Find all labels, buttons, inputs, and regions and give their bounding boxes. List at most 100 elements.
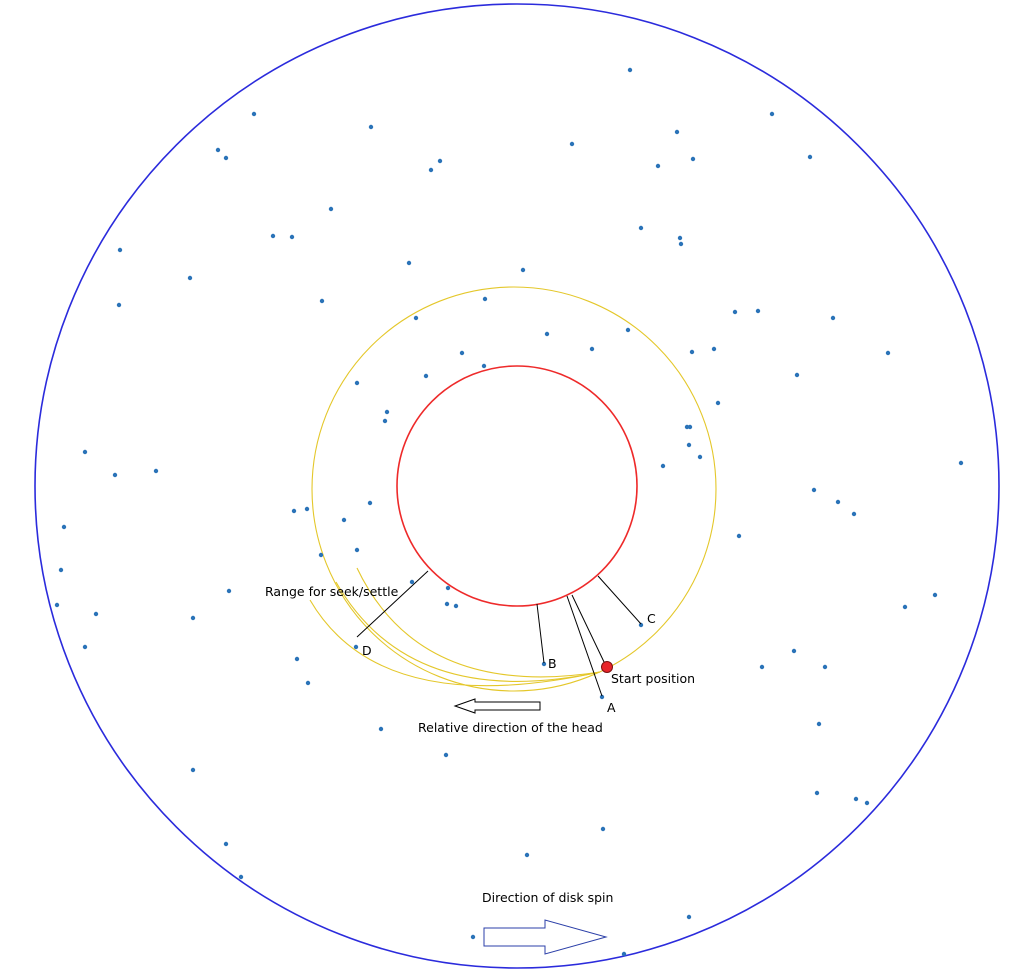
- data-point-dot: [354, 547, 360, 553]
- data-point-dot: [378, 726, 384, 732]
- data-point-dot: [93, 611, 99, 617]
- data-point-dot: [600, 826, 606, 832]
- data-point-dot: [117, 247, 123, 253]
- seek-range-arc: [309, 599, 601, 687]
- data-point-dot: [621, 951, 627, 957]
- data-point-dot: [367, 500, 373, 506]
- disk-outline: [34, 3, 1000, 969]
- data-point-dot: [251, 111, 257, 117]
- data-point-dot: [413, 315, 419, 321]
- data-point-dot: [769, 111, 775, 117]
- data-point-dot: [638, 622, 644, 628]
- data-point-dot: [470, 934, 476, 940]
- data-point-dot: [902, 604, 908, 610]
- data-point-dot: [444, 601, 450, 607]
- data-point-dot: [459, 350, 465, 356]
- seek-range-label: Range for seek/settle: [265, 584, 399, 599]
- leader-line-start: [571, 594, 606, 665]
- data-point-dot: [409, 579, 415, 585]
- data-point-dot: [305, 680, 311, 686]
- seek-range-circle: [311, 286, 717, 692]
- data-point-dot: [428, 167, 434, 173]
- data-point-dot: [294, 656, 300, 662]
- data-point-dot: [569, 141, 575, 147]
- data-point-dot: [932, 592, 938, 598]
- data-point-dot: [677, 235, 683, 241]
- data-point-dot: [58, 567, 64, 573]
- seek-range-arc: [356, 567, 601, 678]
- data-point-dot: [791, 648, 797, 654]
- data-point-dot: [544, 331, 550, 337]
- data-point-dot: [830, 315, 836, 321]
- data-point-dot: [755, 308, 761, 314]
- data-point-dot: [319, 298, 325, 304]
- data-point-dot: [625, 327, 631, 333]
- data-point-dot: [835, 499, 841, 505]
- data-point-dot: [291, 508, 297, 514]
- data-point-dot: [61, 524, 67, 530]
- data-point-dot: [153, 468, 159, 474]
- start-position-label: Start position: [611, 671, 695, 686]
- point-label-a: A: [607, 700, 616, 715]
- data-point-dot: [223, 841, 229, 847]
- data-point-dot: [116, 302, 122, 308]
- data-point-dot: [655, 163, 661, 169]
- data-point-dot: [187, 275, 193, 281]
- data-point-dot: [690, 156, 696, 162]
- data-point-dot: [443, 752, 449, 758]
- head-direction-label: Relative direction of the head: [418, 720, 603, 735]
- leader-line-a: [566, 595, 603, 697]
- data-point-dot: [864, 800, 870, 806]
- data-point-dot: [328, 206, 334, 212]
- seek-range-arc: [335, 581, 601, 682]
- data-point-dot: [289, 234, 295, 240]
- data-point-dot: [715, 400, 721, 406]
- data-point-dot: [816, 721, 822, 727]
- point-label-d: D: [362, 643, 372, 658]
- data-point-dot: [318, 552, 324, 558]
- data-point-dot: [437, 158, 443, 164]
- data-point-dot: [453, 603, 459, 609]
- leader-lines: [356, 570, 642, 697]
- data-point-dot: [341, 517, 347, 523]
- data-point-dot: [384, 409, 390, 415]
- data-point-dot: [851, 511, 857, 517]
- data-point-dot: [686, 442, 692, 448]
- data-point-dot: [353, 644, 359, 650]
- data-point-dot: [736, 533, 742, 539]
- leader-line-c: [597, 575, 642, 625]
- data-point-dot: [482, 296, 488, 302]
- data-point-dot: [807, 154, 813, 160]
- data-point-dot: [445, 585, 451, 591]
- data-point-dot: [82, 644, 88, 650]
- data-point-dot: [423, 373, 429, 379]
- inner-circle: [396, 365, 638, 607]
- data-point-dot: [524, 852, 530, 858]
- data-point-dot: [794, 372, 800, 378]
- data-point-dot: [541, 661, 547, 667]
- data-point-dot: [814, 790, 820, 796]
- data-point-dot: [678, 241, 684, 247]
- data-point-dot: [382, 418, 388, 424]
- data-point-dot: [599, 694, 605, 700]
- data-point-dot: [238, 874, 244, 880]
- data-point-dot: [660, 463, 666, 469]
- data-point-dot: [958, 460, 964, 466]
- data-point-dot: [82, 449, 88, 455]
- data-point-dot: [54, 602, 60, 608]
- spin-direction-arrow: [483, 919, 608, 955]
- data-point-dot: [627, 67, 633, 73]
- data-point-dot: [638, 225, 644, 231]
- data-point-dot: [406, 260, 412, 266]
- spin-direction-label: Direction of disk spin: [482, 890, 613, 905]
- data-point-dot: [686, 914, 692, 920]
- start-position-marker: [601, 661, 613, 673]
- data-point-dot: [190, 615, 196, 621]
- data-point-dot: [589, 346, 595, 352]
- data-point-dot: [304, 506, 310, 512]
- data-point-dot: [368, 124, 374, 130]
- data-points: [54, 67, 964, 957]
- data-point-dot: [687, 424, 693, 430]
- data-point-dot: [270, 233, 276, 239]
- leader-line-d: [356, 570, 429, 638]
